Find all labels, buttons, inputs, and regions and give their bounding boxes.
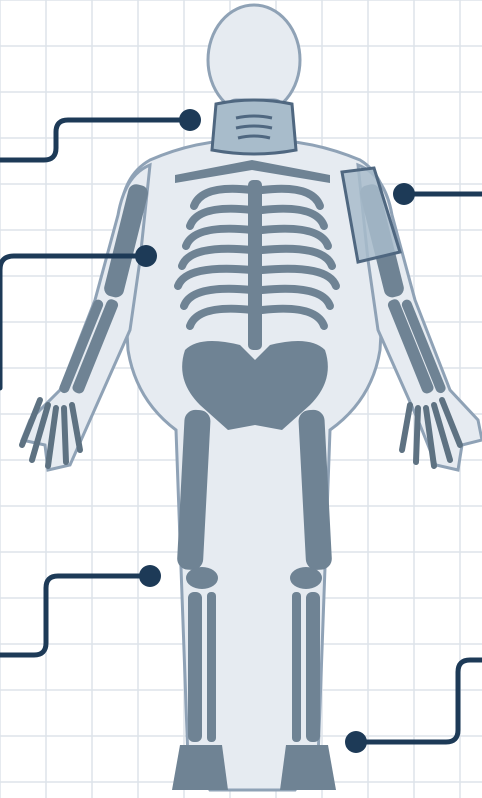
- callout-line-right-lower-leg: [0, 576, 150, 655]
- callout-line-left-ankle: [356, 660, 482, 742]
- left-foot-bones: [280, 745, 336, 790]
- right-patella: [186, 567, 218, 589]
- left-patella: [290, 567, 322, 589]
- callout-dot-left-ankle: [345, 731, 367, 753]
- callout-dot-right-upper-arm: [135, 245, 157, 267]
- right-tibia: [188, 592, 202, 742]
- right-foot-bones: [172, 745, 228, 790]
- right-fibula: [207, 592, 216, 742]
- callout-dot-left-upper-arm: [393, 183, 415, 205]
- callout-dot-neck: [179, 109, 201, 131]
- left-tibia: [306, 592, 320, 742]
- left-fibula: [292, 592, 301, 742]
- spine: [248, 180, 262, 350]
- callout-dot-right-lower-leg: [139, 565, 161, 587]
